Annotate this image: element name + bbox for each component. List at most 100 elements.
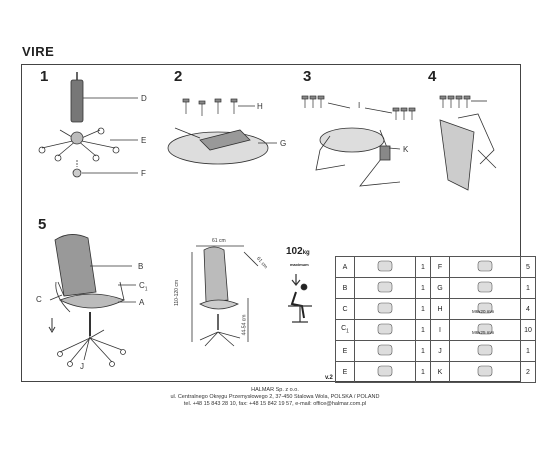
instruction-frame <box>21 64 521 382</box>
part-letter-text: I <box>439 326 441 334</box>
part-letter: J <box>430 340 450 362</box>
part-quantity-text: 1 <box>421 347 425 355</box>
step1-drawing <box>38 72 138 178</box>
page-title: VIRE <box>22 44 55 59</box>
part-quantity: 1 <box>415 256 431 278</box>
step-number-4: 4 <box>428 68 437 85</box>
part-quantity: 10 <box>520 319 536 341</box>
step5-drawing <box>48 234 136 367</box>
part-illustration <box>354 298 416 320</box>
part-quantity-text: 2 <box>526 368 530 376</box>
part-letter: E <box>335 361 355 383</box>
part-illustration <box>354 319 416 341</box>
part-quantity-text: 1 <box>421 284 425 292</box>
part-drawing-icon <box>377 302 393 314</box>
part-drawing-icon <box>377 344 393 356</box>
part-illustration <box>354 256 416 278</box>
step3-drawing <box>301 95 416 187</box>
footer-company: HALMAR Sp. z o.o. <box>251 387 299 393</box>
part-letter: G <box>430 277 450 299</box>
step-number-3: 3 <box>303 68 312 85</box>
callout-b: B <box>138 262 144 271</box>
part-illustration <box>449 277 521 299</box>
seat-height-dimension: 44-54 cm <box>241 314 248 336</box>
callout-j: J <box>80 362 84 371</box>
part-drawing-icon <box>477 365 493 377</box>
part-quantity: 1 <box>520 277 536 299</box>
part-quantity-text: 1 <box>421 326 425 334</box>
part-drawing-icon <box>477 344 493 356</box>
part-drawing-icon <box>477 281 493 293</box>
dimension-drawing <box>191 245 259 347</box>
part-letter-text: C <box>342 305 348 313</box>
step4-drawing <box>439 95 497 191</box>
part-drawing-icon <box>377 281 393 293</box>
part-quantity-text: 1 <box>421 263 425 271</box>
callout-i: I <box>358 101 361 110</box>
weight-pictogram <box>288 274 312 323</box>
parts-table-row: C 1 H M6x20 mm 4 <box>335 298 536 320</box>
part-letter: A <box>335 256 355 278</box>
callout-g: G <box>280 139 287 148</box>
part-letter-text: G <box>437 284 443 292</box>
step-number-2: 2 <box>174 68 183 85</box>
callout-c: C <box>36 295 42 304</box>
part-illustration: M6x25 mm <box>449 319 521 341</box>
part-quantity-text: 10 <box>524 326 532 334</box>
part-quantity: 1 <box>415 361 431 383</box>
footer-address: ul. Centralnego Okręgu Przemysłowego 2, … <box>170 394 380 400</box>
part-letter: B <box>335 277 355 299</box>
callout-e: E <box>141 136 147 145</box>
part-quantity-text: 1 <box>526 284 530 292</box>
part-letter-text: C <box>341 325 347 333</box>
parts-table-row: E 1 K 2 <box>335 361 536 383</box>
part-letter: C1 <box>335 319 355 341</box>
part-drawing-icon <box>477 323 493 335</box>
part-letter-text: J <box>438 347 442 355</box>
part-letter: I <box>430 319 450 341</box>
callout-f: F <box>141 169 146 178</box>
height-dimension: 110-120 cm <box>174 279 181 307</box>
part-illustration <box>449 361 521 383</box>
part-spec-label: M6x20 mm <box>472 309 495 314</box>
part-letter-text: K <box>437 368 443 376</box>
max-weight-value: 102kg <box>286 246 310 257</box>
part-quantity-text: 5 <box>526 263 530 271</box>
callout-a: A <box>139 298 145 307</box>
part-letter-text: E <box>342 347 348 355</box>
step-number-1: 1 <box>40 68 49 85</box>
step2-drawing <box>167 98 277 165</box>
part-quantity: 1 <box>415 277 431 299</box>
part-illustration: M6x20 mm <box>449 298 521 320</box>
parts-table-row: E 1 J 1 <box>335 340 536 362</box>
part-letter-text: H <box>437 305 443 313</box>
part-quantity: 1 <box>520 340 536 362</box>
callout-c1: C1 <box>139 281 148 293</box>
part-illustration <box>354 361 416 383</box>
part-quantity-text: 1 <box>526 347 530 355</box>
part-quantity: 1 <box>415 340 431 362</box>
width-dimension: 61 cm <box>212 238 226 244</box>
part-drawing-icon <box>377 365 393 377</box>
max-weight-label: maximum <box>290 262 309 267</box>
callout-d: D <box>141 94 147 103</box>
part-quantity: 2 <box>520 361 536 383</box>
part-letter-text: F <box>437 263 443 271</box>
part-letter-subscript: 1 <box>346 328 349 335</box>
part-letter-text: A <box>342 263 348 271</box>
part-letter-text: B <box>342 284 348 292</box>
part-quantity-text: 1 <box>421 305 425 313</box>
parts-table-row: A 1 F 5 <box>335 256 536 278</box>
version-label: v.2 <box>325 375 333 381</box>
parts-table-row: B 1 G 1 <box>335 277 536 299</box>
part-illustration <box>354 277 416 299</box>
footer-contact: tel. +48 15 843 28 10, fax: +48 15 842 1… <box>183 401 367 407</box>
part-letter: F <box>430 256 450 278</box>
part-quantity-text: 1 <box>421 368 425 376</box>
part-drawing-icon <box>477 302 493 314</box>
part-drawing-icon <box>477 260 493 272</box>
part-quantity: 4 <box>520 298 536 320</box>
